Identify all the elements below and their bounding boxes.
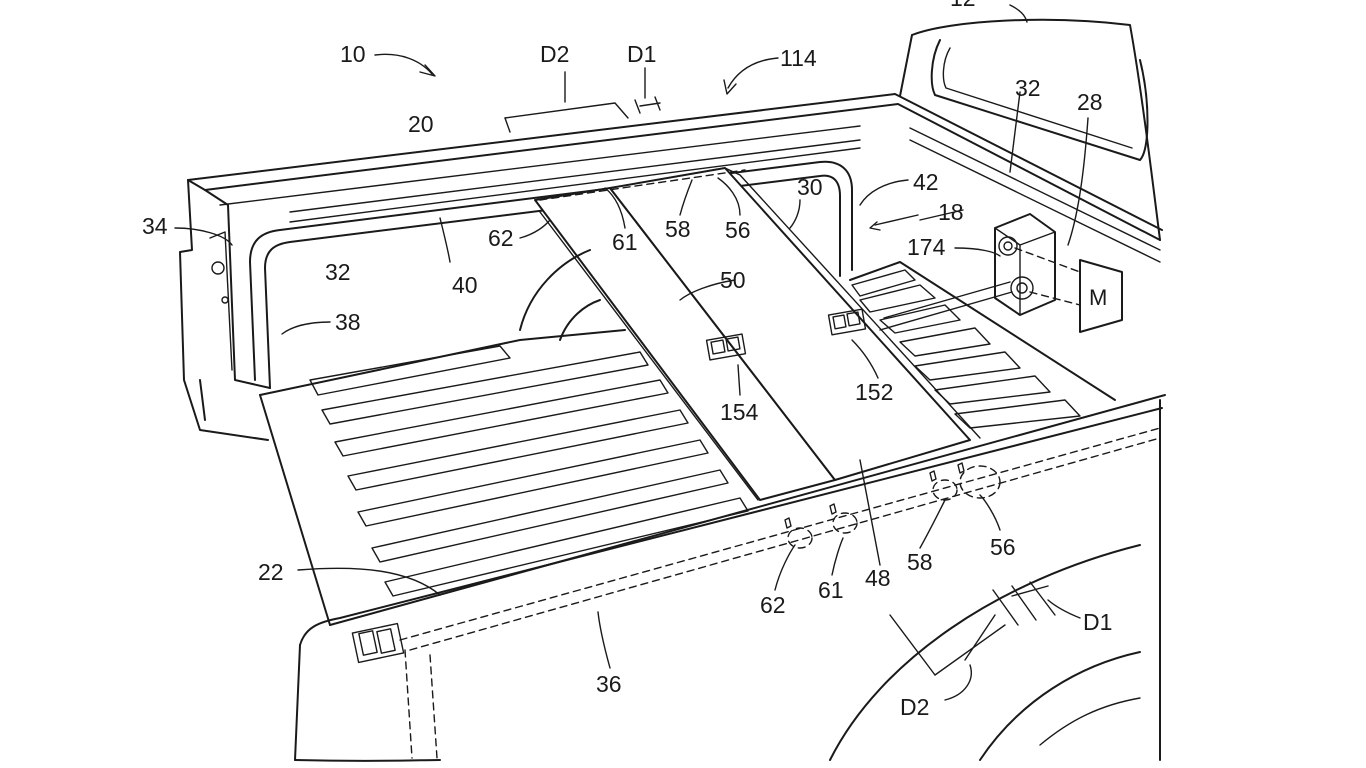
label-18: 18 <box>938 199 964 225</box>
label-174: 174 <box>907 234 946 260</box>
bed-floor <box>259 261 1116 626</box>
label-56-top: 56 <box>725 217 751 243</box>
label-61-bottom: 61 <box>818 577 844 603</box>
label-62-bottom: 62 <box>760 592 786 618</box>
label-62-top: 62 <box>488 225 514 251</box>
sliding-panels <box>534 167 981 501</box>
wheel-well <box>519 249 601 341</box>
label-22: 22 <box>258 559 284 585</box>
label-58-top: 58 <box>665 216 691 242</box>
label-d2-bottom: D2 <box>900 694 929 720</box>
motor-box-letter: M <box>1089 285 1107 310</box>
label-58-bottom: 58 <box>907 549 933 575</box>
motor-bracket <box>879 213 1123 333</box>
near-bed-side <box>294 394 1166 762</box>
label-56-bottom: 56 <box>990 534 1016 560</box>
label-d1-bottom: D1 <box>1083 609 1112 635</box>
label-10: 10 <box>340 41 366 67</box>
label-12: 12 <box>950 0 976 11</box>
label-61-top: 61 <box>612 229 638 255</box>
floor-ribs-left <box>309 345 749 597</box>
label-42: 42 <box>913 169 939 195</box>
left-bed-side <box>179 179 271 441</box>
label-32-left: 32 <box>325 259 351 285</box>
label-36: 36 <box>596 671 622 697</box>
floor-ribs-right <box>851 269 1081 429</box>
label-34: 34 <box>142 213 168 239</box>
label-28: 28 <box>1077 89 1103 115</box>
reference-labels: 10 12 D2 D1 114 20 32 28 34 62 32 40 61 … <box>142 0 1112 720</box>
label-32-right: 32 <box>1015 75 1041 101</box>
label-30: 30 <box>797 174 823 200</box>
label-20: 20 <box>408 111 434 137</box>
label-152: 152 <box>855 379 893 405</box>
cab-wall <box>899 18 1161 241</box>
label-38: 38 <box>335 309 361 335</box>
label-d2-top: D2 <box>540 41 569 67</box>
label-48: 48 <box>865 565 891 591</box>
label-50: 50 <box>720 267 746 293</box>
dimension-marks <box>504 96 1056 676</box>
label-114: 114 <box>780 45 817 71</box>
label-d1-top: D1 <box>627 41 656 67</box>
label-154: 154 <box>720 399 759 425</box>
fender <box>829 544 1141 761</box>
leader-lines <box>174 4 1089 701</box>
label-40: 40 <box>452 272 478 298</box>
far-bed-rail <box>187 93 1163 263</box>
